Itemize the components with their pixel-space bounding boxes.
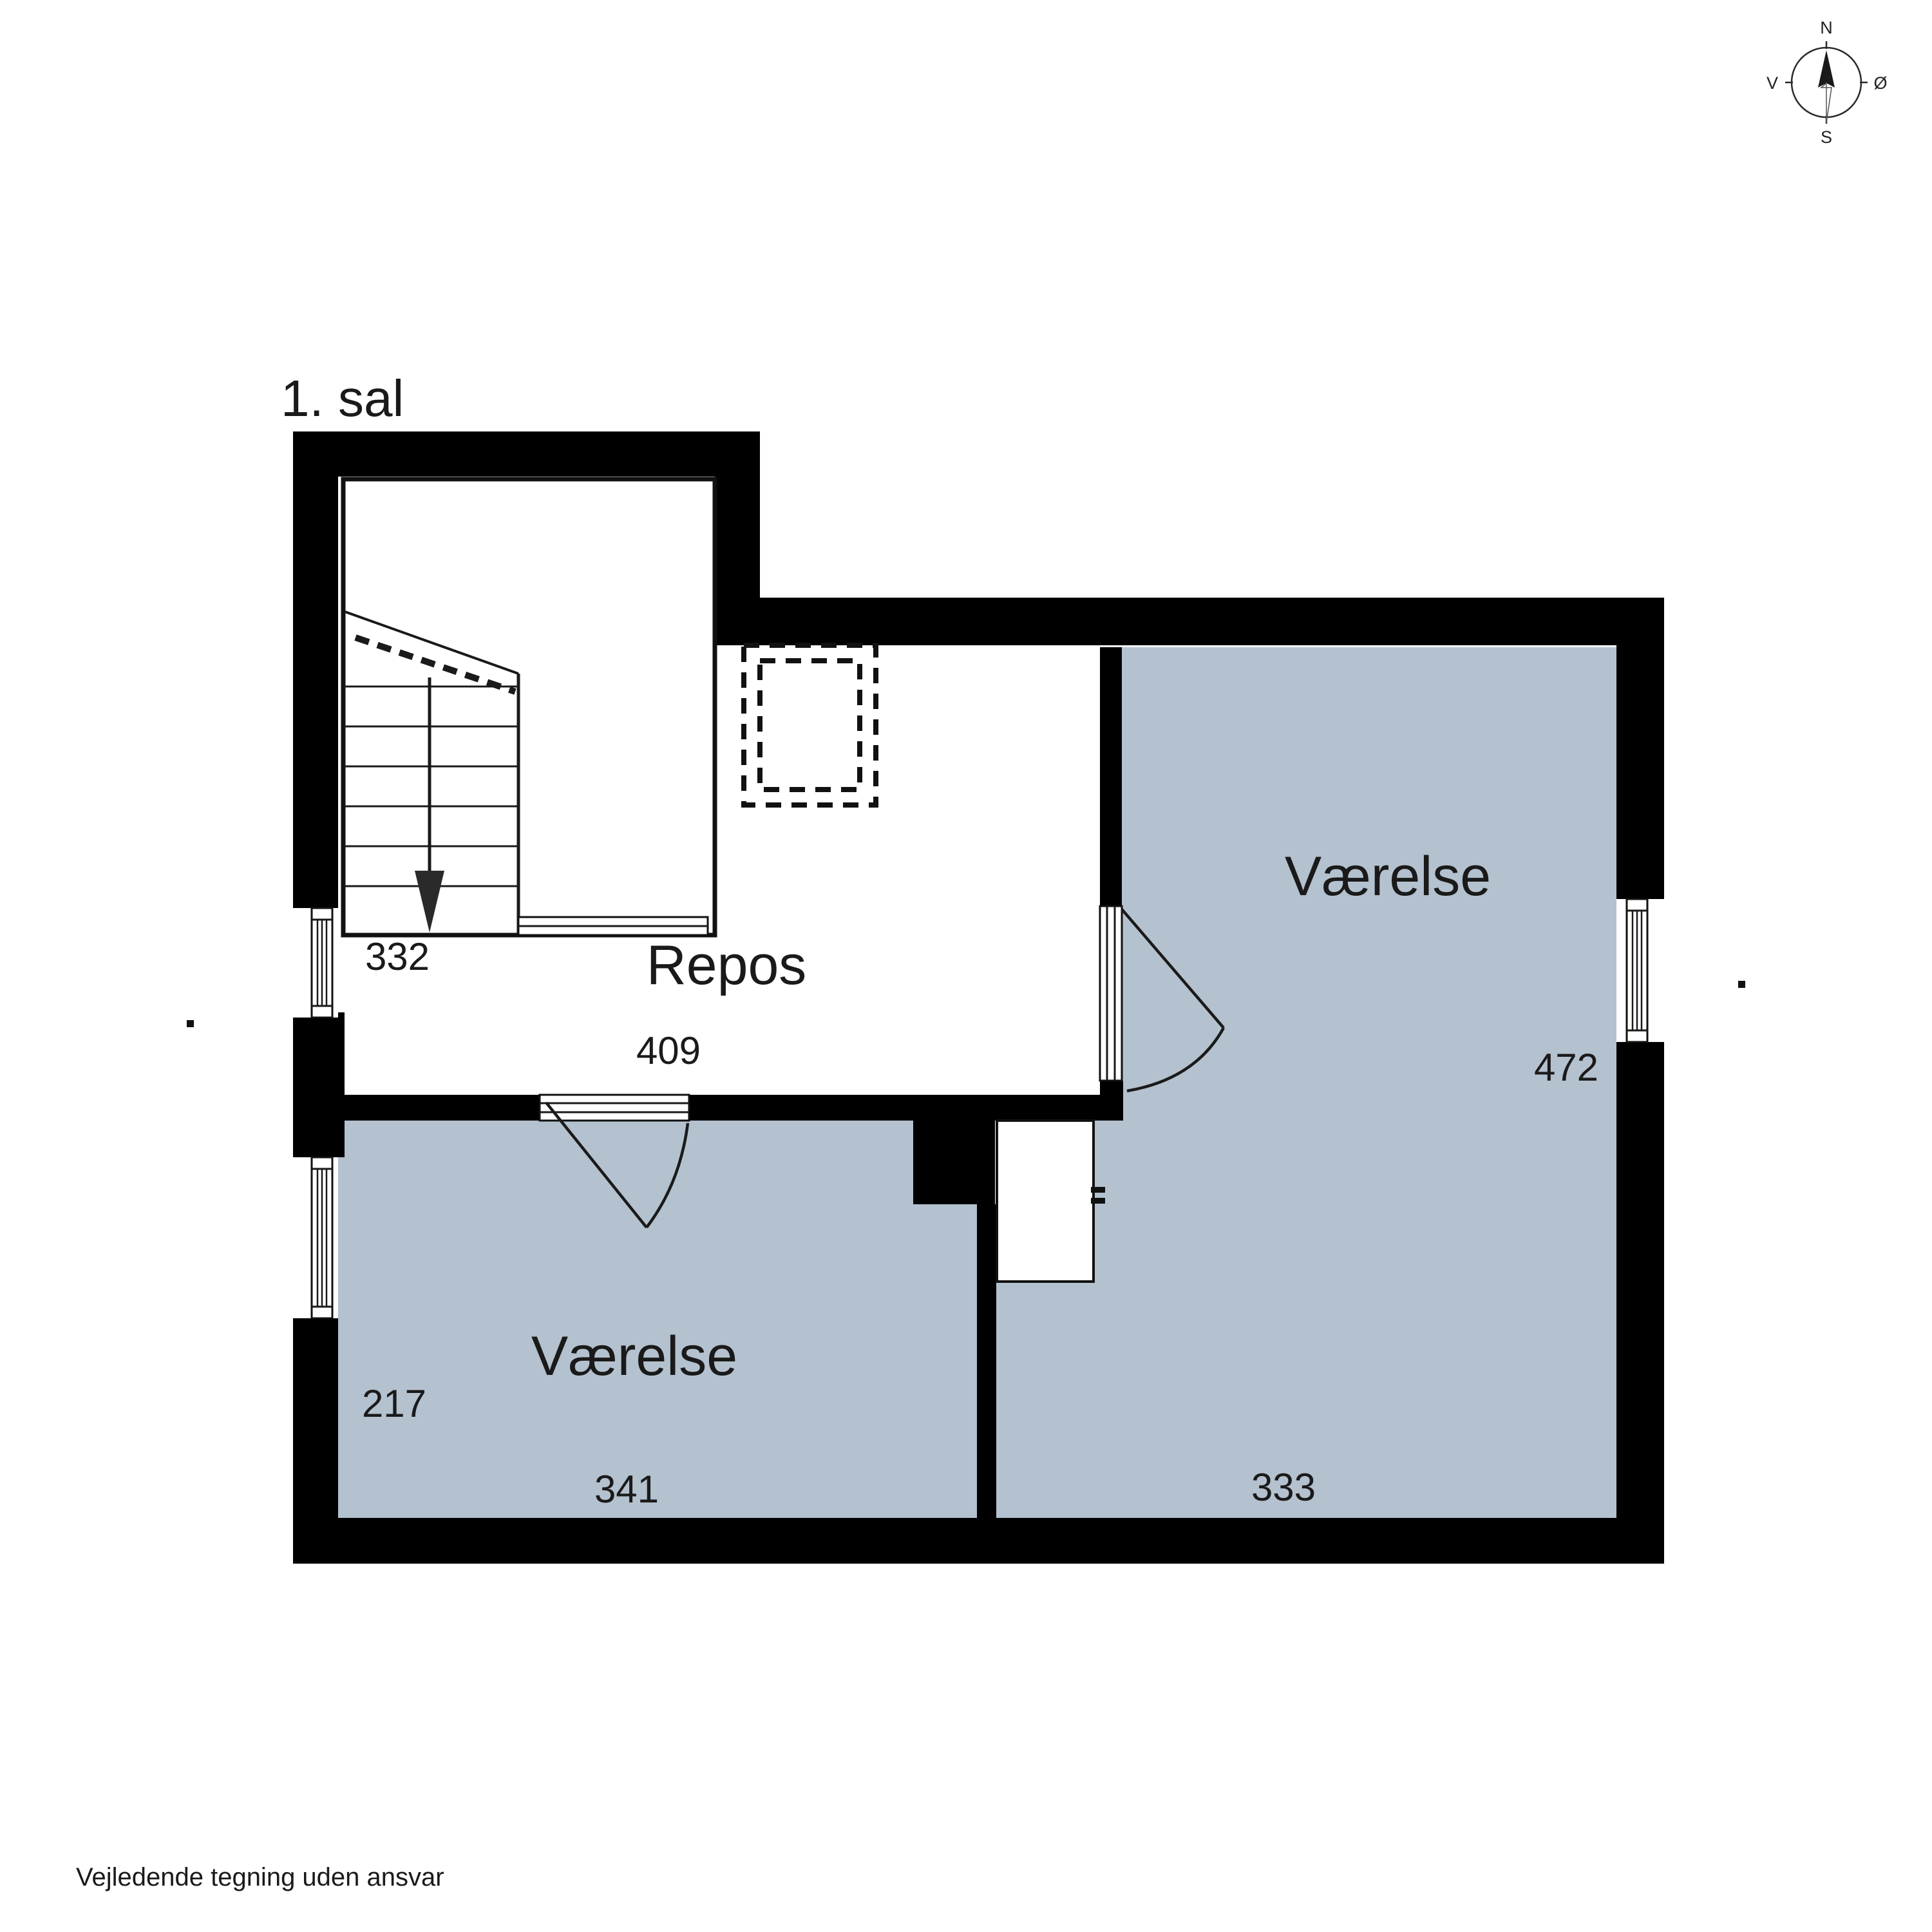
door-leaf	[545, 1101, 648, 1229]
drawing-dot-left	[187, 1020, 194, 1027]
wall-bottom-rooms-divider	[977, 1204, 996, 1518]
dim-repos-side: 332	[365, 935, 430, 978]
wall-door-jamb-stub	[1100, 1081, 1123, 1096]
wall-left-lower	[293, 1318, 338, 1564]
wall-middle-stub	[913, 1121, 995, 1204]
wall-repos-divider-left	[338, 1095, 540, 1121]
skylight-dashed-box	[741, 643, 878, 808]
compass-label-east: Ø	[1873, 73, 1887, 93]
room-label-vaerelse-left: Værelse	[531, 1325, 737, 1387]
wall-right-room-divider	[1100, 647, 1122, 906]
room-label-repos: Repos	[647, 934, 807, 996]
room-fill-vaerelse-right	[996, 647, 1616, 1518]
cabinet-box	[996, 1119, 1105, 1283]
dim-vaerelse-right-width: 333	[1251, 1466, 1316, 1509]
door-swing-arc	[1126, 1027, 1225, 1093]
cabinet-hinge-mark	[1091, 1198, 1105, 1204]
wall-top-left	[293, 431, 760, 477]
door-vaerelse-left	[538, 1094, 690, 1229]
window-left-lower	[293, 1156, 338, 1320]
stair-landing-edge	[517, 916, 709, 936]
floor-title: 1. sal	[281, 370, 404, 427]
dim-vaerelse-right-height: 472	[1534, 1046, 1598, 1089]
window-right	[1616, 898, 1664, 1043]
room-fills	[338, 647, 1616, 1518]
compass-rose: N S V Ø	[1766, 18, 1888, 147]
compass-label-west: V	[1766, 73, 1778, 93]
stair-break-line	[345, 611, 519, 675]
door-leaf	[1121, 908, 1225, 1029]
door-swing-arc	[645, 1122, 690, 1229]
dim-vaerelse-left-side: 217	[362, 1382, 426, 1425]
compass-needle-south	[1820, 82, 1832, 123]
room-fill-vaerelse-left	[338, 1121, 977, 1518]
wall-left-pier	[293, 1012, 345, 1157]
wall-right-lower	[1616, 1042, 1664, 1564]
stair-enclosure	[341, 477, 717, 938]
wall-left-upper	[293, 431, 338, 908]
wall-top-right	[715, 598, 1664, 645]
door-vaerelse-right	[1099, 905, 1225, 1093]
window-left-upper	[293, 907, 338, 1019]
disclaimer-text: Vejledende tegning uden ansvar	[76, 1863, 444, 1891]
windows	[293, 898, 1664, 1320]
wall-repos-divider-right	[689, 1095, 1123, 1121]
staircase	[341, 477, 717, 938]
drawing-dot-right	[1738, 981, 1745, 988]
doors	[538, 905, 1225, 1229]
wall-right-upper	[1616, 598, 1664, 899]
compass-needle-north	[1818, 50, 1835, 88]
dim-vaerelse-left-width: 341	[594, 1468, 659, 1511]
cabinet-hinge-mark	[1091, 1187, 1105, 1193]
stair-down-arrow-icon	[415, 871, 444, 933]
stair-break-dashed-line	[354, 634, 516, 695]
wall-bottom	[293, 1518, 1664, 1564]
room-label-vaerelse-right: Værelse	[1285, 846, 1491, 907]
compass-label-north: N	[1820, 18, 1833, 37]
wall-step-connector	[715, 477, 760, 599]
walls	[293, 431, 1664, 1564]
dim-repos-width: 409	[636, 1029, 701, 1072]
compass-label-south: S	[1821, 128, 1832, 147]
